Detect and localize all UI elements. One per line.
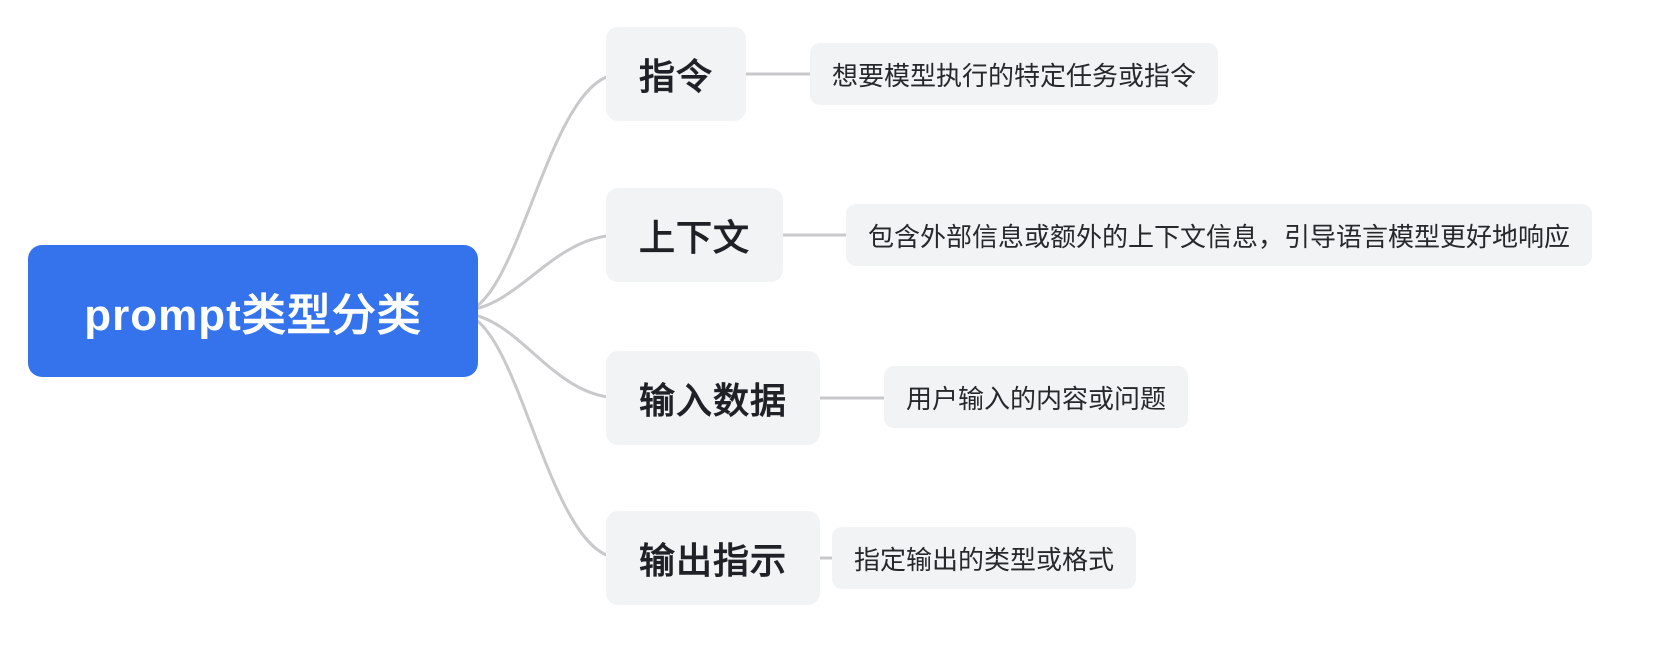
branch-curve-2 xyxy=(460,233,622,313)
branch-node-output-indicator[interactable]: 输出指示 xyxy=(606,511,821,605)
root-node[interactable]: prompt类型分类 xyxy=(28,245,478,377)
branch-node-input-data[interactable]: 输入数据 xyxy=(606,351,821,445)
branch-desc-context[interactable]: 包含外部信息或额外的上下文信息，引导语言模型更好地响应 xyxy=(846,204,1593,266)
branch-node-context[interactable]: 上下文 xyxy=(606,188,784,282)
branch-node-instruction[interactable]: 指令 xyxy=(606,27,747,121)
branch-curve-1 xyxy=(460,72,622,314)
branch-curve-4 xyxy=(460,312,622,560)
branch-desc-instruction[interactable]: 想要模型执行的特定任务或指令 xyxy=(810,43,1219,105)
branch-curve-3 xyxy=(460,311,622,400)
branch-desc-output-indicator[interactable]: 指定输出的类型或格式 xyxy=(832,527,1137,589)
branch-desc-input-data[interactable]: 用户输入的内容或问题 xyxy=(884,366,1189,428)
